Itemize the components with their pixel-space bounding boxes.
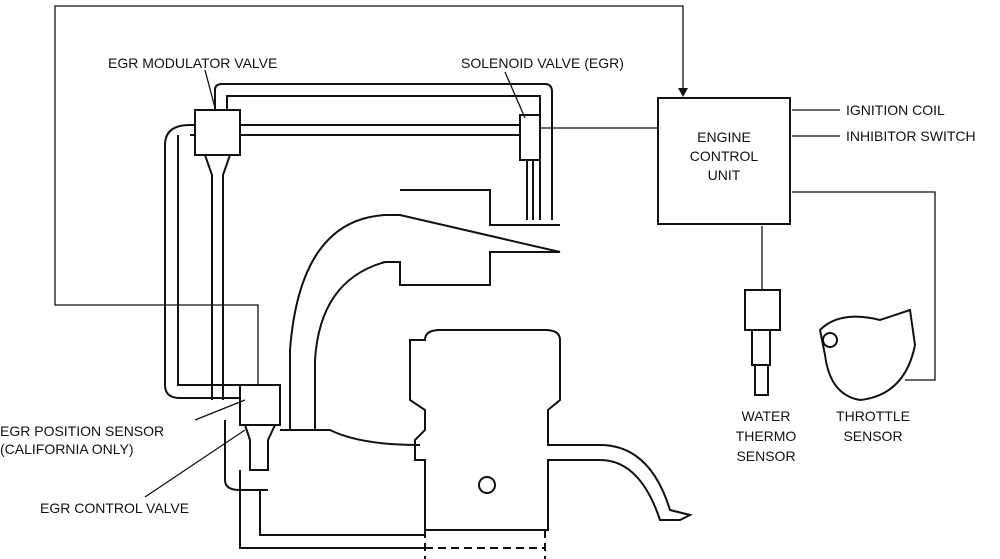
exhaust-connection bbox=[280, 429, 421, 446]
water-thermo-sensor bbox=[744, 289, 781, 396]
intake-manifold bbox=[289, 189, 561, 431]
water-thermo-sensor-label: THERMO bbox=[736, 428, 797, 444]
leader-line bbox=[194, 399, 246, 421]
ecu-label: ENGINE bbox=[697, 129, 751, 145]
inhibitor-switch-label: INHIBITOR SWITCH bbox=[846, 128, 976, 144]
egr-position-sensor-label: EGR POSITION SENSOR bbox=[0, 423, 164, 439]
piston-pin bbox=[478, 476, 496, 494]
throttle-sensor-wire bbox=[792, 191, 936, 381]
signal-wire-top bbox=[54, 5, 684, 395]
egr-position-sensor-label: (CALIFORNIA ONLY) bbox=[0, 441, 134, 457]
egr-control-valve bbox=[239, 384, 281, 426]
solenoid-hose bbox=[526, 160, 534, 220]
leader-line bbox=[504, 71, 526, 119]
crankcase-hidden bbox=[424, 530, 546, 559]
leader-line bbox=[144, 429, 246, 498]
egr-modulator-valve bbox=[194, 109, 241, 156]
egr-modulator-valve-label: EGR MODULATOR VALVE bbox=[108, 55, 277, 71]
vacuum-hose-top bbox=[214, 83, 553, 220]
throttle-sensor bbox=[818, 308, 917, 402]
solenoid-valve-label: SOLENOID VALVE (EGR) bbox=[461, 55, 624, 71]
engine-control-unit bbox=[657, 97, 791, 225]
vacuum-hose-top-inner bbox=[226, 95, 541, 220]
vacuum-hose-mid bbox=[190, 124, 525, 136]
arrow-icon bbox=[678, 88, 688, 97]
egr-valve-body bbox=[244, 424, 276, 471]
ignition-coil-label: IGNITION COIL bbox=[846, 102, 945, 118]
solenoid-valve bbox=[519, 114, 541, 161]
leader-line bbox=[204, 69, 216, 109]
throttle-sensor-label: SENSOR bbox=[843, 428, 902, 444]
exhaust-pipe bbox=[224, 420, 425, 549]
throttle-mount-hole bbox=[822, 332, 838, 348]
ecu-label: UNIT bbox=[708, 167, 741, 183]
modulator-hose bbox=[204, 154, 231, 400]
egr-control-valve-label: EGR CONTROL VALVE bbox=[40, 500, 189, 516]
engine-block bbox=[409, 329, 693, 531]
water-thermo-sensor-label: SENSOR bbox=[736, 448, 795, 464]
ecu-label: CONTROL bbox=[690, 148, 759, 164]
vacuum-hose-left bbox=[164, 124, 245, 399]
throttle-sensor-label: THROTTLE bbox=[836, 408, 910, 424]
water-thermo-sensor-label: WATER bbox=[742, 408, 791, 424]
